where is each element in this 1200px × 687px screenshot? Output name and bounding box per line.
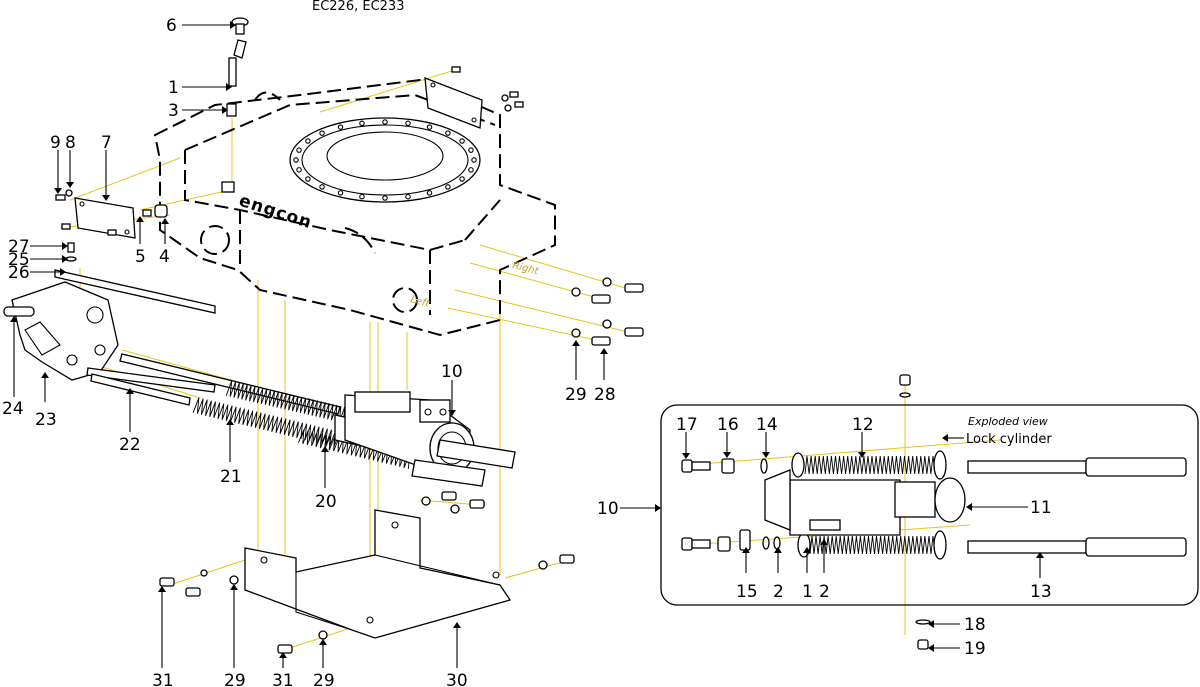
turntable-bolt: [337, 124, 344, 130]
exploded-label-14: 14: [756, 415, 778, 435]
label-9: 9: [50, 133, 61, 153]
exploded-label-2a: 2: [773, 582, 784, 602]
label-20: 20: [315, 492, 337, 512]
label-29-bottom: 29: [313, 671, 335, 687]
exploded-label-18: 18: [964, 615, 986, 635]
guide-rods: [86, 353, 341, 415]
label-25: 25: [8, 250, 30, 270]
housing-logo: engcon: [236, 191, 314, 233]
label-5: 5: [135, 247, 146, 267]
label-8: 8: [65, 133, 76, 153]
model-header: EC226, EC233: [312, 0, 404, 14]
turntable-bolt: [319, 130, 325, 136]
main-leaders: [10, 21, 661, 668]
strip-parts: [54, 242, 216, 314]
exploded-leaders: [682, 432, 1044, 652]
lock-cylinder-assembly: [192, 380, 516, 487]
turntable-bolt: [405, 193, 411, 200]
label-29-left: 29: [224, 671, 246, 687]
label-10: 10: [441, 362, 463, 382]
turntable-bolts: [293, 119, 477, 201]
rotator-housing: [153, 78, 556, 337]
label-3: 3: [168, 101, 179, 121]
lock-cylinder-label: Lock cylinder: [966, 432, 1052, 447]
turntable-bolt: [293, 157, 299, 163]
turntable-bolt: [296, 147, 302, 153]
turntable-bolt: [468, 147, 474, 153]
cover-plate-top: [424, 66, 524, 129]
turntable-bolt: [359, 193, 365, 200]
left-mark: Left: [409, 294, 431, 310]
turntable-bolt: [319, 184, 325, 190]
exploded-label-19: 19: [964, 639, 986, 659]
label-27: 27: [8, 237, 30, 257]
main-labels: 6 1 3 9 8 7 5 4 27 25 26 24 23 22 21 20 …: [2, 16, 619, 687]
exploded-label-12: 12: [852, 415, 874, 435]
exploded-label-2b: 2: [819, 582, 830, 602]
pin-assembly: [226, 17, 249, 117]
exploded-label-15: 15: [736, 582, 758, 602]
label-31-left: 31: [152, 671, 174, 687]
exploded-view-panel: Exploded view Lock cylinder: [660, 374, 1199, 650]
label-24: 24: [2, 399, 24, 419]
turntable-bolt: [445, 184, 451, 190]
exploded-label-17: 17: [676, 415, 698, 435]
exploded-title: Exploded view: [968, 415, 1048, 428]
side-bolts: [571, 277, 644, 346]
assembly-axis-lines: [59, 69, 1001, 649]
exploded-spring-bottom: [809, 535, 936, 555]
turntable-bolt: [382, 195, 388, 201]
turntable-bolt: [305, 176, 311, 182]
cover-plate-left: [55, 181, 235, 239]
turntable-bolt: [426, 124, 433, 130]
turntable-bolt: [471, 157, 477, 163]
turntable-bolt: [305, 138, 311, 144]
exploded-labels: 17 16 14 12 11 13 15 2 1 2 18 19: [676, 415, 1052, 659]
turntable-bolt: [337, 190, 344, 196]
turntable-bolt: [405, 120, 411, 127]
label-21: 21: [220, 467, 242, 487]
cylinder-bracket: [3, 281, 119, 381]
turntable-bolt: [459, 138, 465, 144]
exploded-label-11: 11: [1030, 498, 1052, 518]
turntable-bolt: [459, 176, 465, 182]
turntable-bolt: [359, 120, 365, 127]
exploded-label-16: 16: [717, 415, 739, 435]
turntable: [289, 117, 481, 203]
exploded-spring-top: [804, 455, 936, 475]
exploded-label-13: 13: [1030, 582, 1052, 602]
label-23: 23: [35, 410, 57, 430]
label-28: 28: [594, 385, 616, 405]
turntable-bolt: [468, 167, 474, 173]
turntable-bolt: [445, 130, 451, 136]
turntable-bolt: [426, 190, 433, 196]
right-mark: Right: [511, 260, 540, 277]
turntable-bolt: [296, 167, 302, 173]
label-4: 4: [159, 247, 170, 267]
turntable-bolt: [382, 119, 388, 125]
guard-plate: [159, 491, 575, 654]
label-22: 22: [119, 435, 141, 455]
label-26: 26: [8, 263, 30, 283]
label-1: 1: [168, 78, 179, 98]
label-6: 6: [166, 16, 177, 36]
spring-upper: [225, 380, 346, 423]
label-10-exploded: 10: [597, 499, 619, 519]
label-29-right: 29: [565, 385, 587, 405]
label-31-bottom: 31: [272, 671, 294, 687]
exploded-label-1: 1: [802, 582, 813, 602]
label-7: 7: [101, 133, 112, 153]
label-30: 30: [446, 671, 468, 687]
